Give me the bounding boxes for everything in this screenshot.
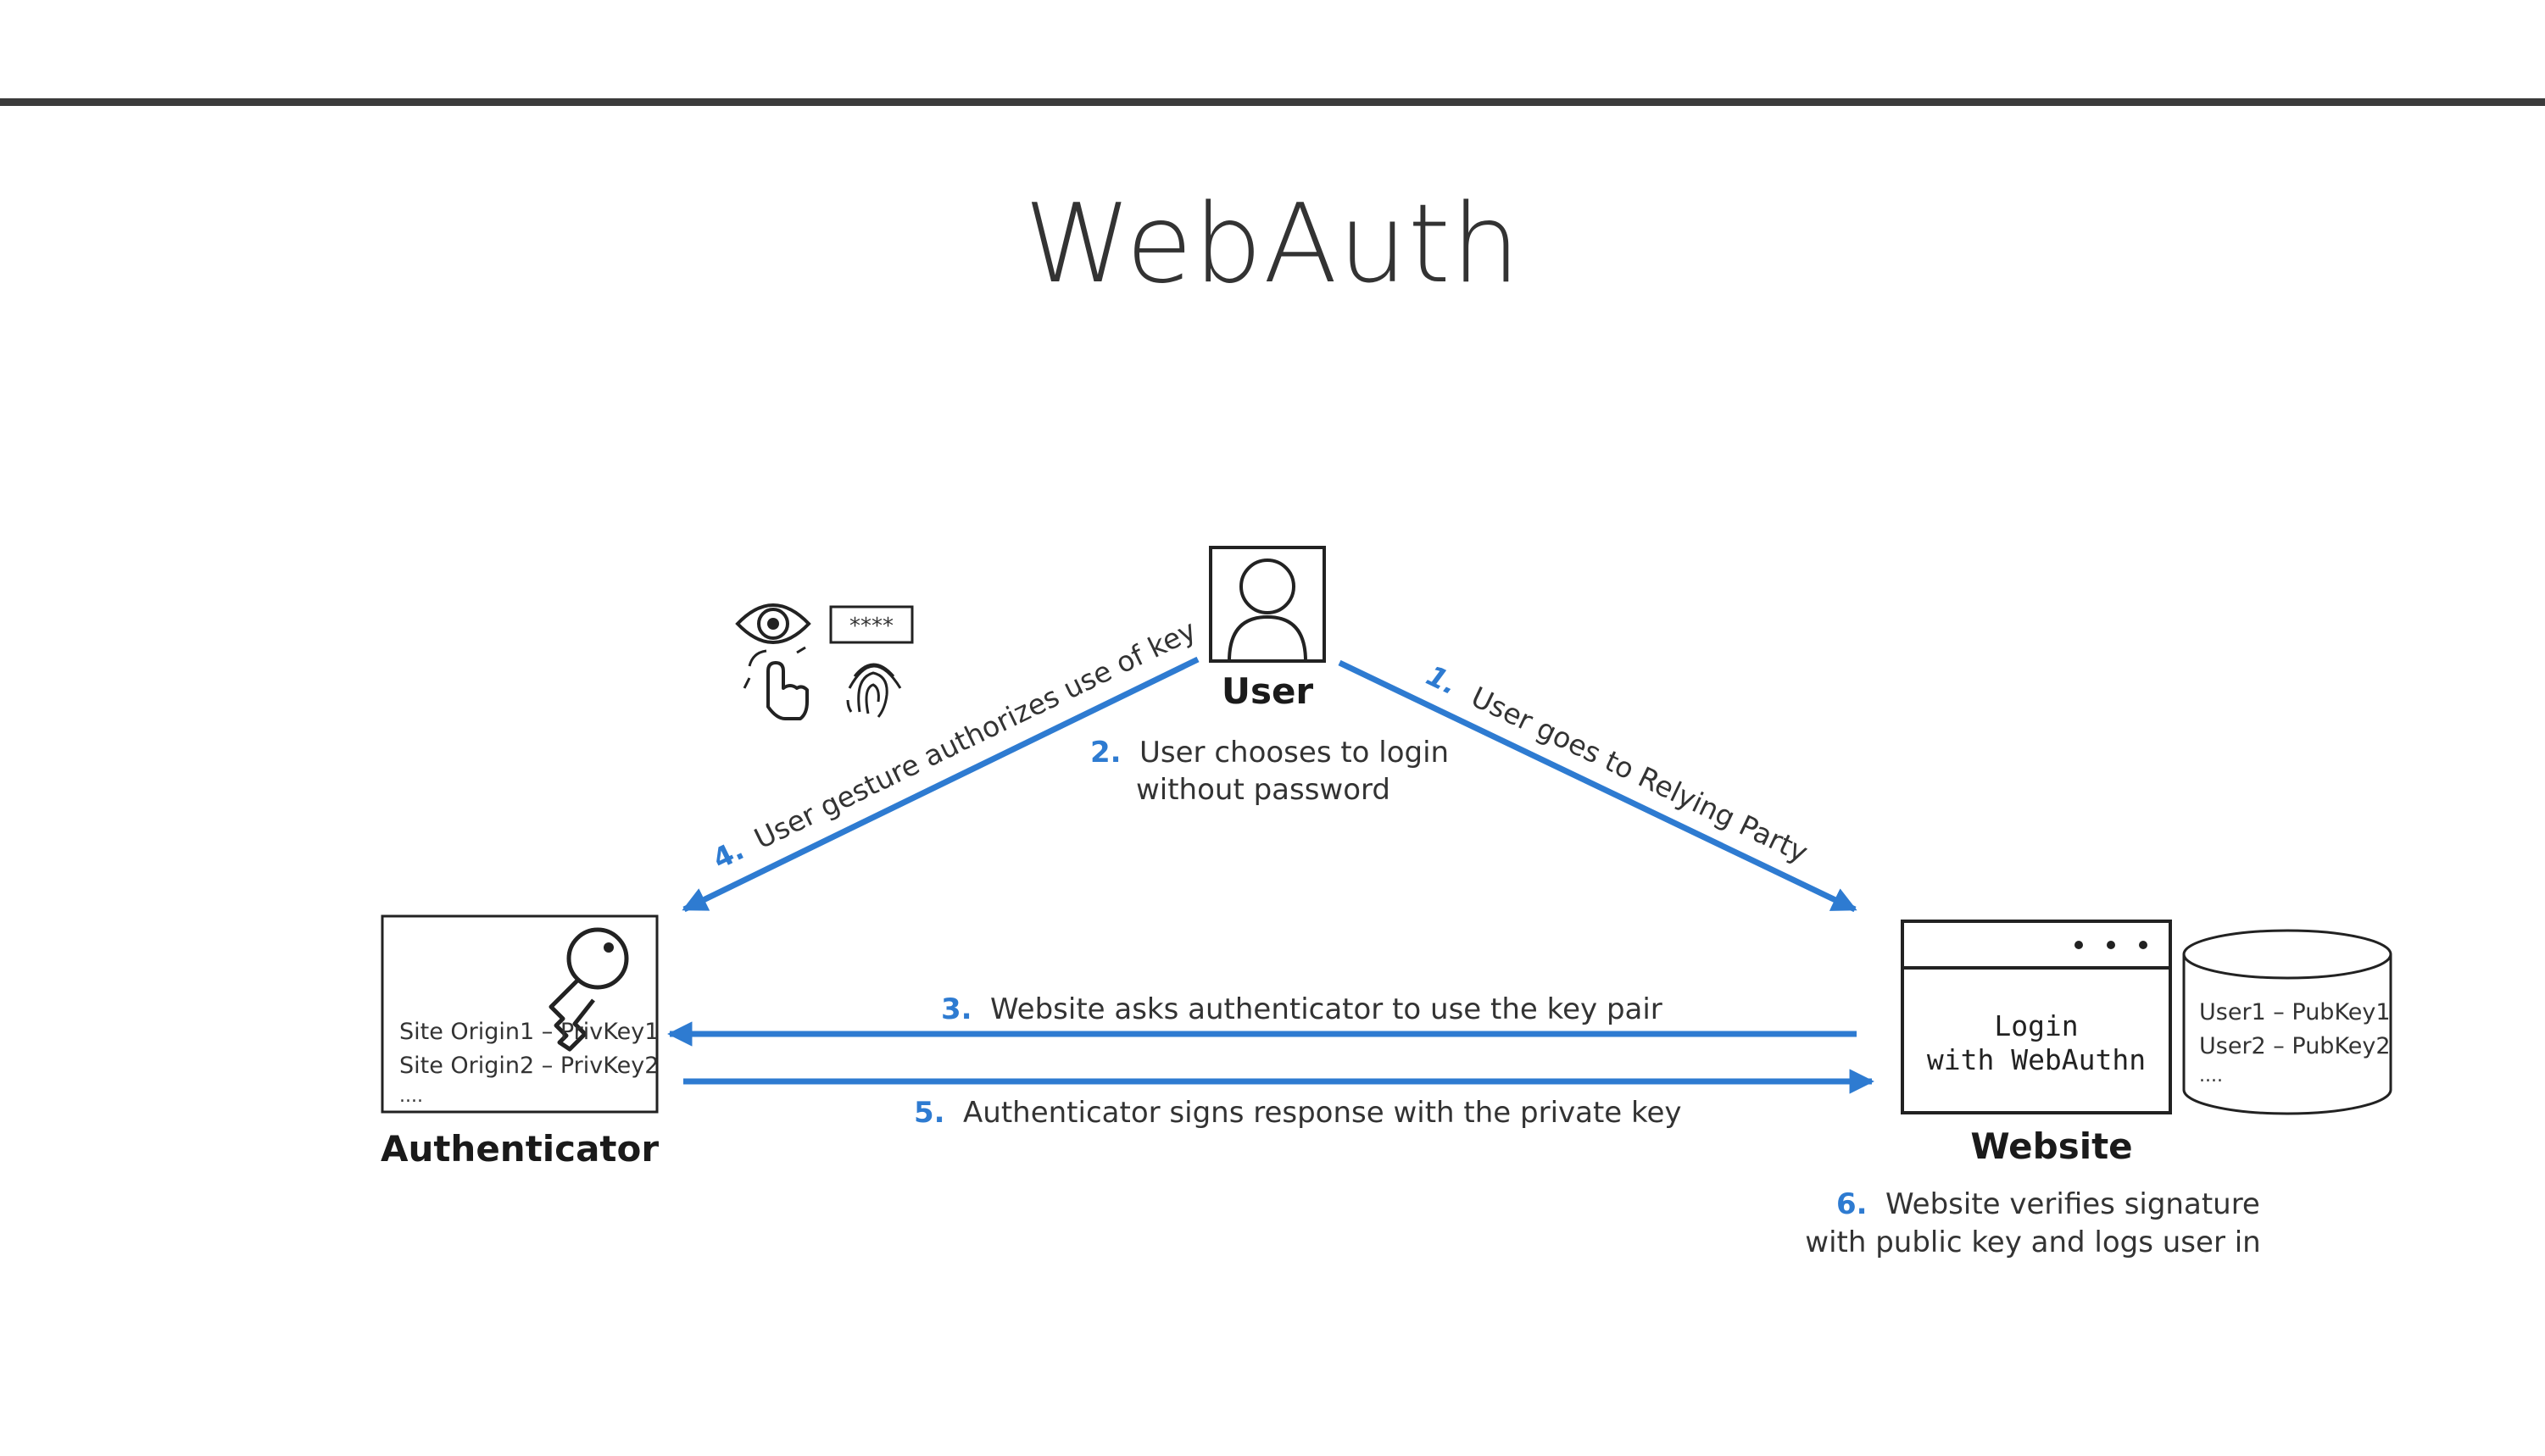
flow-arrows [667, 656, 1874, 1094]
step-text: Website asks authenticator to use the ke… [990, 992, 1662, 1026]
step-number: 6. [1836, 1187, 1868, 1221]
website-node: Login with WebAuthn Website [1901, 920, 2172, 1167]
touch-icon [743, 646, 809, 720]
pin-icon: **** [829, 605, 914, 644]
step-5: 5. Authenticator signs response with the… [914, 1096, 1682, 1130]
login-text-line1: Login [1994, 1009, 2078, 1042]
svg-text:2. User chooses to login: 2. User chooses to login [1090, 736, 1449, 770]
top-bar [0, 0, 2545, 98]
step-text: User gesture authorizes use of key [749, 614, 1201, 856]
user-box [1209, 546, 1326, 663]
svg-text:5. Authenticator signs r: 5. Authenticator signs response with the… [914, 1096, 1682, 1130]
user-label: User [1222, 670, 1314, 712]
step-text-line2: with public key and logs user in [1805, 1225, 2260, 1259]
authenticator-entry: Site Origin1 – PrivKey1 [399, 1019, 659, 1045]
step-2: 2. User chooses to login without passwor… [1090, 736, 1449, 807]
database-entry: .... [2199, 1065, 2223, 1086]
database-entry: User1 – PubKey1 [2199, 999, 2391, 1025]
step-number: 5. [914, 1096, 945, 1130]
step-1: 1. User goes to Relying Party [1422, 659, 1813, 870]
website-window [1901, 920, 2172, 1114]
step-text-line2: without password [1136, 773, 1390, 807]
website-label: Website [1970, 1125, 2132, 1167]
slide-title: WebAuth [1023, 181, 1522, 308]
user-node: User [1209, 546, 1326, 712]
step-text: Website verifies signature [1885, 1187, 2260, 1221]
arrow-user-to-website [1338, 659, 1857, 913]
database-icon: User1 – PubKey1 User2 – PubKey2 .... [2182, 929, 2392, 1115]
pin-text: **** [849, 614, 894, 639]
step-text: Authenticator signs response with the pr… [963, 1096, 1682, 1130]
authenticator-box [381, 914, 659, 1114]
database-entry: User2 – PubKey2 [2199, 1033, 2391, 1059]
gesture-icons: **** [735, 603, 914, 720]
svg-text:1. User goes to Relying: 1. User goes to Relying Party [1422, 659, 1813, 870]
authenticator-node: Site Origin1 – PrivKey1 Site Origin2 – P… [381, 914, 659, 1170]
arrow-user-to-authenticator [682, 656, 1200, 913]
svg-text:6. Website verifies sign: 6. Website verifies signature [1836, 1187, 2260, 1221]
step-number: 2. [1090, 736, 1122, 770]
login-text-line2: with WebAuthn [1927, 1043, 2146, 1076]
authenticator-entry: Site Origin2 – PrivKey2 [399, 1053, 659, 1079]
step-number: 3. [941, 992, 972, 1026]
step-6: 6. Website verifies signature with publi… [1805, 1187, 2260, 1259]
window-dots [2074, 941, 2147, 949]
svg-text:3. Website asks authenti: 3. Website asks authenticator to use the… [941, 992, 1662, 1026]
fingerprint-icon [846, 663, 902, 718]
step-number: 1. [1422, 659, 1463, 702]
step-text: User goes to Relying Party [1466, 680, 1813, 869]
key-icon [549, 927, 629, 1052]
authenticator-label: Authenticator [381, 1128, 659, 1170]
authenticator-entry: .... [399, 1086, 423, 1107]
step-number: 4. [707, 833, 749, 876]
step-text: User chooses to login [1139, 736, 1449, 770]
header-divider [0, 98, 2545, 106]
eye-icon [735, 603, 811, 644]
user-avatar-icon [1228, 559, 1307, 662]
step-3: 3. Website asks authenticator to use the… [941, 992, 1662, 1026]
